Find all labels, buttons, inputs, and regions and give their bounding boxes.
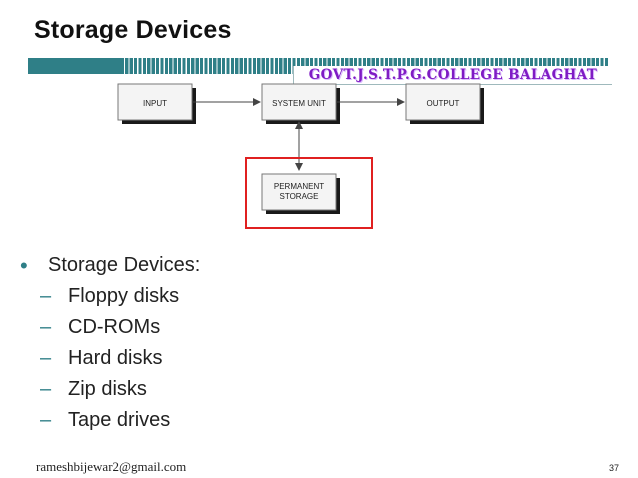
input-box: INPUT: [117, 83, 196, 124]
bullet-main-text: Storage Devices:: [48, 254, 201, 276]
storage-highlight-frame: [245, 157, 373, 229]
list-item: –CD-ROMs: [40, 312, 200, 343]
college-banner: GOVT.J.S.T.P.G.COLLEGE BALAGHAT: [293, 66, 612, 85]
list-item-text: Hard disks: [68, 347, 163, 369]
list-item: –Tape drives: [40, 405, 200, 436]
permanent-storage-box: PERMANENT STORAGE: [261, 173, 340, 214]
list-item-text: Floppy disks: [68, 285, 180, 307]
bullet-list: • Storage Devices: –Floppy disks –CD-ROM…: [20, 253, 201, 436]
dash-icon: –: [40, 347, 52, 369]
dash-icon: –: [40, 285, 52, 307]
bullet-dot-icon: •: [20, 253, 28, 278]
sub-bullet-list: –Floppy disks –CD-ROMs –Hard disks –Zip …: [20, 281, 200, 436]
output-box: OUTPUT: [405, 83, 484, 124]
list-item: –Hard disks: [40, 343, 200, 374]
list-item: –Floppy disks: [40, 281, 200, 312]
dash-icon: –: [40, 378, 52, 400]
input-label: INPUT: [143, 99, 167, 108]
list-item-text: CD-ROMs: [68, 316, 161, 338]
bullet-main: • Storage Devices:: [20, 253, 201, 278]
storage-label-line1: PERMANENT: [274, 182, 324, 191]
system-unit-box: SYSTEM UNIT: [261, 83, 340, 124]
list-item: –Zip disks: [40, 374, 200, 405]
college-banner-text: GOVT.J.S.T.P.G.COLLEGE BALAGHAT: [308, 67, 598, 83]
dash-icon: –: [40, 409, 52, 431]
output-label: OUTPUT: [427, 99, 460, 108]
list-item-text: Tape drives: [68, 409, 171, 431]
list-item-text: Zip disks: [68, 378, 147, 400]
slide-number: 37: [609, 463, 620, 473]
system-unit-label: SYSTEM UNIT: [272, 99, 326, 108]
storage-label-line2: STORAGE: [280, 192, 319, 201]
dash-icon: –: [40, 316, 52, 338]
slide-title: Storage Devices: [34, 16, 232, 44]
footer-email: rameshbijewar2@gmail.com: [36, 459, 187, 474]
